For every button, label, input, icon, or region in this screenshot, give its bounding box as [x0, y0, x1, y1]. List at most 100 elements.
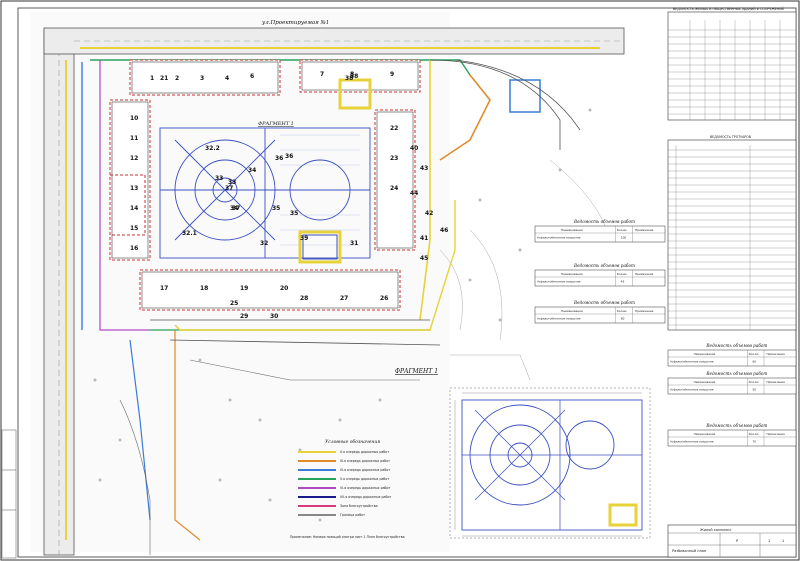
volume-row-name: Асфальтобетонное покрытие — [537, 317, 581, 321]
title-project: Жилой комплекс — [700, 528, 731, 532]
title-sheet: 1 — [768, 539, 770, 543]
building-number: 9 — [390, 71, 394, 78]
building-number: 19 — [240, 285, 248, 292]
volume-table-title: Ведомость объемов работ — [705, 423, 767, 428]
col-name-header: Наименование — [694, 380, 716, 384]
plaza-number: 36 — [275, 155, 283, 162]
building-number: 11 — [130, 135, 138, 142]
building-number: 2 — [175, 75, 179, 82]
plaza-number: 38 — [345, 75, 353, 82]
building-number: 29 — [240, 313, 248, 320]
building-number: 1 — [150, 75, 154, 82]
building-number: 15 — [130, 225, 138, 232]
building-number: 8 — [350, 71, 354, 78]
plaza-number: 34 — [248, 167, 256, 174]
building-number: 36 — [285, 153, 293, 160]
col-qty-header: Кол-во — [749, 380, 759, 384]
volume-row-name: Асфальтобетонное покрытие — [670, 440, 714, 444]
volume-table-title: Ведомость объемов работ — [573, 300, 635, 305]
building-number: 39 — [300, 235, 308, 242]
table-sidewalks-title: ВЕДОМОСТЬ ТРОТУАРОВ — [710, 135, 751, 139]
street-label: ул.Проектируемая №1 — [261, 20, 329, 26]
building-number: 37 — [225, 185, 233, 192]
volume-table-title: Ведомость объемов работ — [573, 263, 635, 268]
col-name-header: Наименование — [561, 228, 583, 232]
plaza-number: 35 — [272, 205, 280, 212]
legend-item-label: IV-я очередь дорожных работ — [340, 468, 390, 472]
building-number: 43 — [420, 165, 428, 172]
building-number: 3 — [200, 75, 204, 82]
legend-note: Примечание: Номера позиций смотри лист 1… — [290, 535, 405, 539]
building-number: 4 — [225, 75, 229, 82]
col-name-header: Наименование — [561, 309, 583, 313]
table-sidewalks: ВЕДОМОСТЬ ТРОТУАРОВ — [667, 135, 797, 331]
volume-row-qty: 45 — [621, 280, 625, 284]
col-note-header: Примечание — [635, 272, 654, 276]
building-number: 12 — [130, 155, 138, 162]
volume-table-title: Ведомость объемов работ — [573, 219, 635, 224]
volume-row-qty: 50 — [752, 388, 756, 392]
building-number: 46 — [440, 227, 448, 234]
volume-row-qty: 80 — [621, 317, 625, 321]
building-number: 44 — [410, 190, 418, 197]
building-number: 20 — [280, 285, 288, 292]
fragment-top-label: ФРАГМЕНТ 1 — [258, 121, 294, 127]
building-number: 32 — [260, 240, 268, 247]
col-note-header: Примечание — [767, 432, 786, 436]
legend-title: Условные обозначения — [325, 438, 380, 445]
plaza-number: 37 — [232, 205, 240, 212]
table-buildings: ВЕДОМОСТЬ ЖИЛЫХ И ОБЩЕСТВЕННЫХ ЗДАНИЙ И … — [667, 6, 797, 121]
building-number: 33 — [215, 175, 223, 182]
volume-row-name: Асфальтобетонное покрытие — [670, 388, 714, 392]
plaza-number: 32.1 — [182, 230, 197, 237]
col-note-header: Примечание — [635, 309, 654, 313]
legend-item-label: II-я очередь дорожных работ — [340, 450, 389, 454]
legend-item-label: VI-я очередь дорожных работ — [340, 486, 390, 490]
title-sheets: 1 — [782, 539, 784, 543]
building-number: 23 — [390, 155, 398, 162]
col-name-header: Наименование — [694, 352, 716, 356]
building-number: 38 — [350, 73, 358, 80]
building-number: 28 — [300, 295, 308, 302]
volume-row-qty: 60 — [752, 360, 756, 364]
building-number: 27 — [340, 295, 348, 302]
building-number: 16 — [130, 245, 138, 252]
building-number: 41 — [420, 235, 428, 242]
building-number: 17 — [160, 285, 168, 292]
legend-item-label: III-я очередь дорожных работ — [340, 459, 390, 463]
building-number: 34 — [230, 205, 238, 212]
col-qty-header: Кол-во — [617, 228, 627, 232]
col-note-header: Примечание — [767, 352, 786, 356]
col-note-header: Примечание — [635, 228, 654, 232]
main-plan — [30, 12, 625, 556]
fragment-main-label: ФРАГМЕНТ 1 — [395, 368, 438, 375]
legend-item-label: Граница работ — [340, 513, 365, 517]
building-number: 25 — [230, 300, 238, 307]
building-number: 42 — [425, 210, 433, 217]
building-number: 13 — [130, 185, 138, 192]
title-sheet-name: Разбивочный план — [672, 549, 706, 553]
col-note-header: Примечание — [767, 380, 786, 384]
building-number: 21 — [160, 75, 168, 82]
building-number: 45 — [420, 255, 428, 262]
plaza-number: 32.2 — [205, 145, 220, 152]
title-block: Жилой комплекс Разбивочный план Р 1 1 — [667, 524, 797, 558]
col-qty-header: Кол-во — [617, 272, 627, 276]
plaza-number: 33 — [228, 179, 236, 186]
volume-table-title: Ведомость объемов работ — [705, 343, 767, 348]
building-number: 26 — [380, 295, 388, 302]
building-number: 31 — [350, 240, 358, 247]
building-number: 35 — [290, 210, 298, 217]
volume-row-name: Асфальтобетонное покрытие — [670, 360, 714, 364]
table-buildings-title: ВЕДОМОСТЬ ЖИЛЫХ И ОБЩЕСТВЕННЫХ ЗДАНИЙ И … — [673, 6, 784, 11]
building-number: 6 — [250, 73, 254, 80]
volume-row-name: Асфальтобетонное покрытие — [537, 280, 581, 284]
